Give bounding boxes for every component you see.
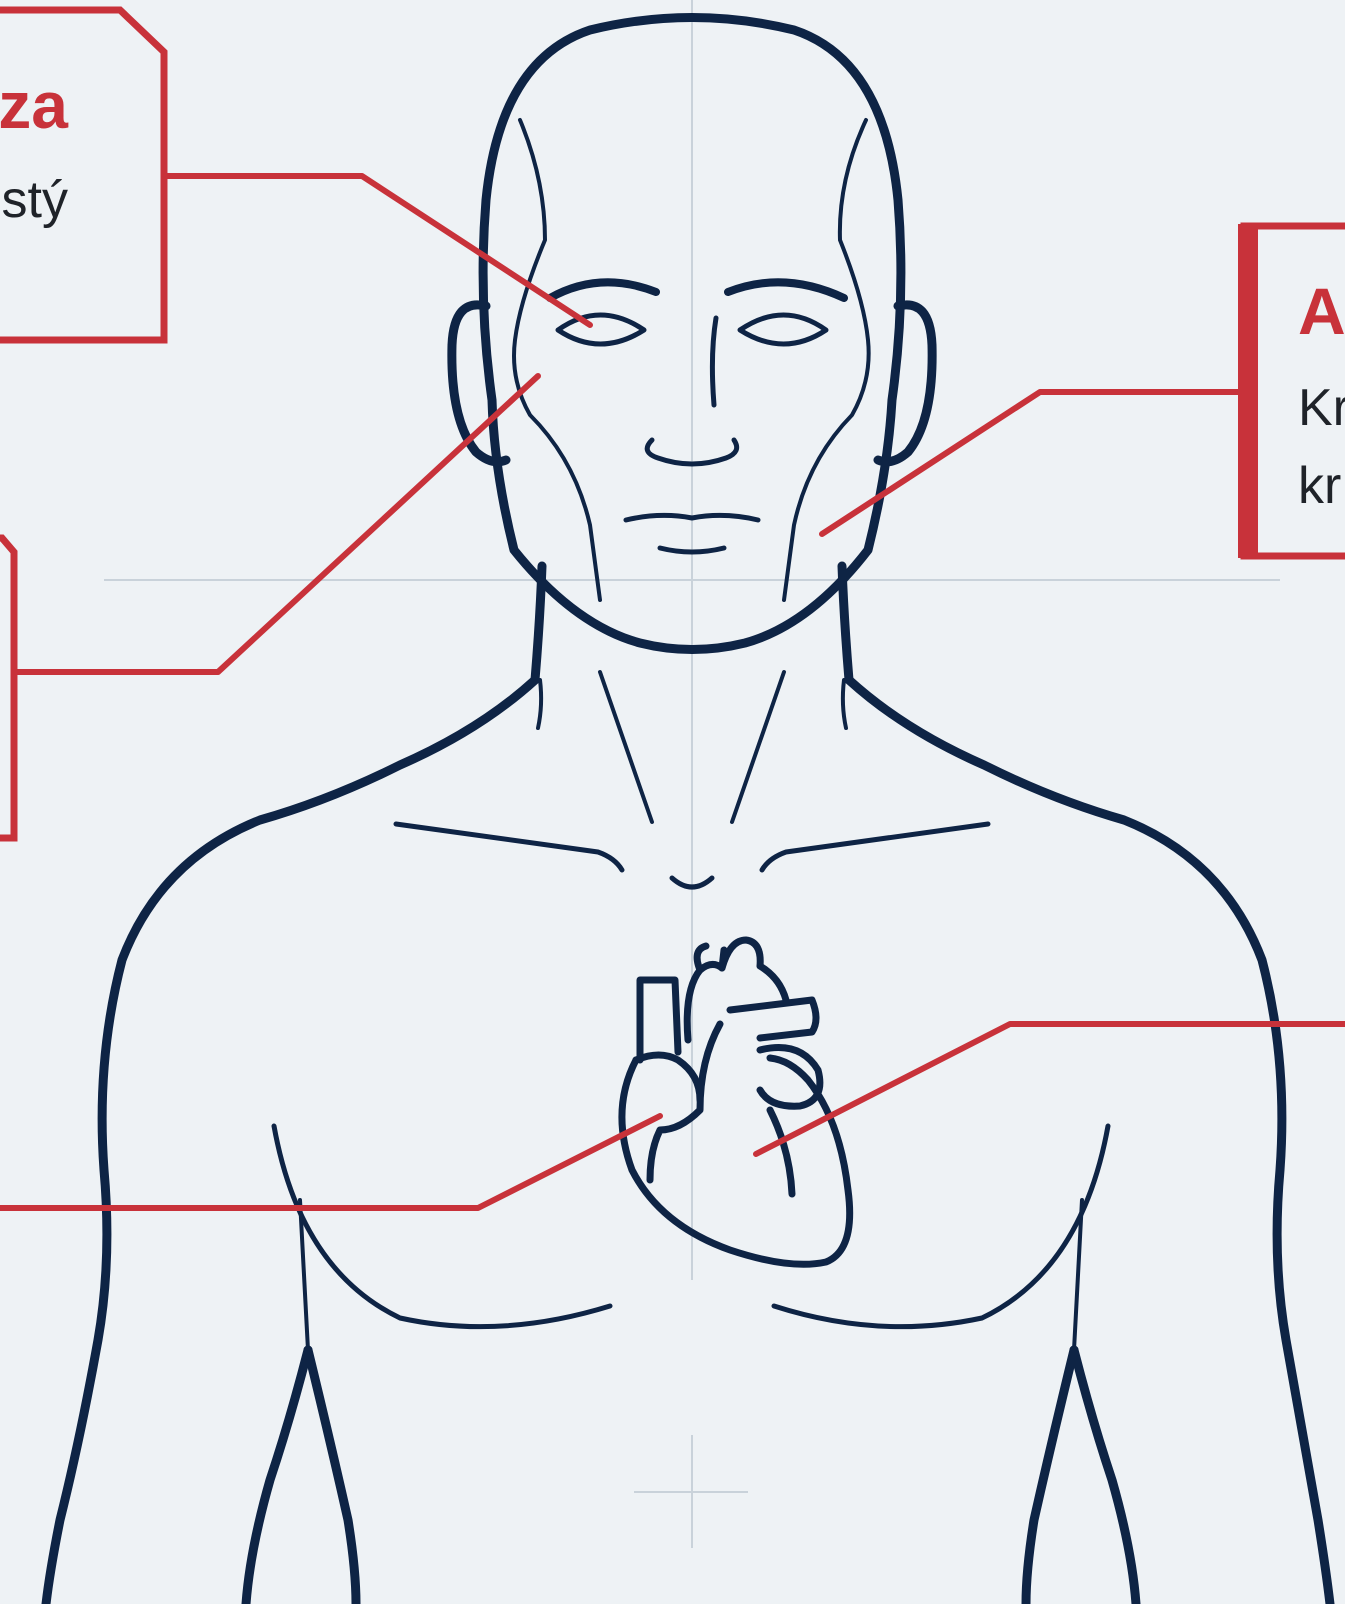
human-figure <box>46 18 1330 1604</box>
callout-boxes <box>0 10 1345 838</box>
guide-lines <box>104 0 1280 1548</box>
neck-muscle-left <box>600 672 652 822</box>
left-eyebrow <box>550 282 656 298</box>
callout-top-left: za stý <box>0 14 160 336</box>
callout-top-left-line1: stý <box>2 174 68 226</box>
leader-to-eye <box>166 176 590 325</box>
leader-lines <box>0 176 1345 1208</box>
heart-icon <box>622 940 850 1264</box>
collarbone-right <box>762 824 988 870</box>
arm-left-inner-curve-2 <box>308 1350 356 1604</box>
right-eye <box>740 315 826 344</box>
neck-muscle-right <box>732 672 784 822</box>
neck-left <box>535 566 542 680</box>
neck-right-inner <box>843 680 846 728</box>
callout-right-title: A <box>1298 278 1345 344</box>
right-eyebrow <box>728 282 844 298</box>
callout-right: A Kr kr <box>1262 232 1345 552</box>
nose-bridge <box>712 318 716 405</box>
arm-left-inner-curve <box>246 1350 308 1604</box>
heart-arch <box>687 940 786 1040</box>
heart-pulmonary <box>730 1000 816 1038</box>
leader-to-heart-right <box>756 1024 1345 1154</box>
left-temple-line <box>514 120 600 600</box>
collarbone-left <box>396 824 622 870</box>
heart-body <box>622 1058 850 1264</box>
torso-left <box>46 680 535 1604</box>
mouth-upper <box>626 515 758 520</box>
heart-vein <box>770 1110 792 1194</box>
callout-top-left-title: za <box>0 72 68 138</box>
torso-right <box>849 680 1330 1604</box>
left-eye <box>558 315 644 344</box>
pec-right <box>774 1126 1108 1327</box>
arm-right-inner-curve <box>1074 1350 1136 1604</box>
callout-right-accent-bar <box>1238 224 1258 558</box>
callout-mid-left-frame <box>0 538 14 838</box>
arm-right-inner-curve-2 <box>1026 1350 1074 1604</box>
heart-left-atrium <box>636 1055 700 1100</box>
pec-left <box>274 1126 610 1327</box>
callout-right-line1: Kr <box>1298 382 1345 434</box>
neck-right <box>842 566 849 680</box>
heart-septum <box>650 1024 720 1180</box>
neck-left-inner <box>538 680 541 728</box>
callout-right-line2: kr <box>1298 460 1341 512</box>
heart-aorta <box>640 980 678 1060</box>
